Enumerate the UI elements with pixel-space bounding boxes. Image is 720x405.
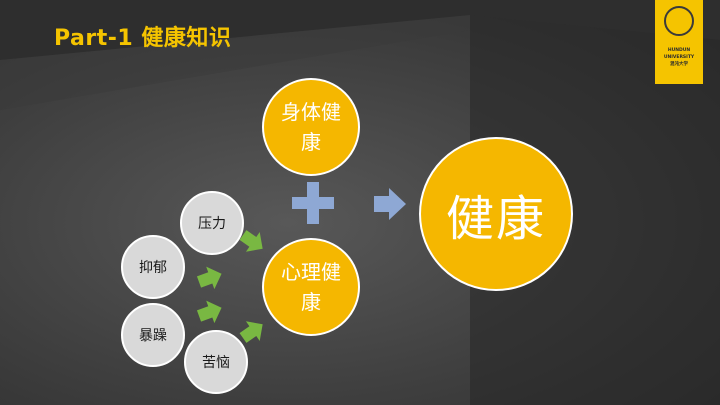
logo-text-line3: 混沌大学 (670, 62, 688, 67)
mental-health-label: 心理健康 (281, 260, 341, 314)
physical-health-label: 身体健康 (281, 100, 341, 154)
factor-depression-label: 抑郁 (139, 260, 167, 276)
hundun-university-logo: HUNDUN UNIVERSITY 混沌大学 (655, 0, 703, 84)
factor-depression: 抑郁 (121, 235, 185, 299)
health-result-circle: 健康 (419, 137, 573, 291)
page-title: Part-1 健康知识 (54, 26, 232, 51)
logo-text-line1: HUNDUN (667, 48, 691, 53)
physical-health-circle: 身体健康 (262, 78, 360, 176)
logo-text-line2: UNIVERSITY (663, 55, 695, 60)
factor-distress-label: 苦恼 (202, 355, 230, 371)
factor-irritability: 暴躁 (121, 303, 185, 367)
logo-ring-icon (664, 6, 694, 36)
factor-stress-label: 压力 (198, 216, 226, 232)
mental-health-circle: 心理健康 (262, 238, 360, 336)
factor-stress: 压力 (180, 191, 244, 255)
factor-irritability-label: 暴躁 (139, 328, 167, 344)
health-result-label: 健康 (445, 191, 546, 247)
factor-distress: 苦恼 (184, 330, 248, 394)
